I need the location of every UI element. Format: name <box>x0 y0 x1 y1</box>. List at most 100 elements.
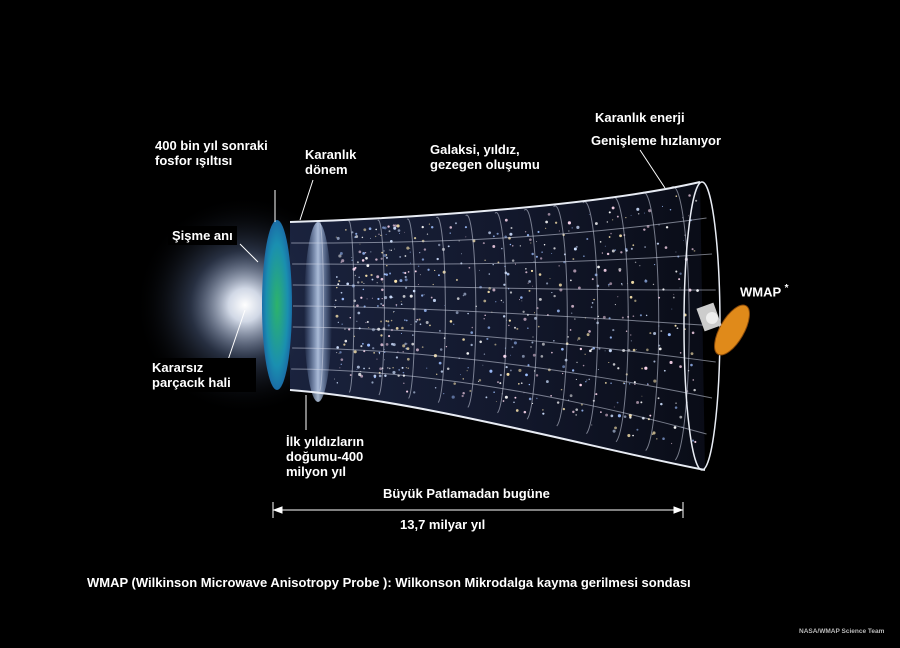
star <box>625 217 627 219</box>
star <box>334 304 336 305</box>
star <box>338 280 341 283</box>
star <box>558 230 560 232</box>
star <box>588 214 590 216</box>
star <box>392 224 395 227</box>
star <box>400 303 403 306</box>
star <box>612 328 615 332</box>
star <box>604 350 606 352</box>
star <box>658 347 662 351</box>
star <box>387 324 390 327</box>
star <box>630 340 632 342</box>
star <box>432 298 436 303</box>
star <box>594 222 598 225</box>
star <box>390 249 392 251</box>
star <box>440 370 444 373</box>
star <box>511 259 515 262</box>
star <box>525 271 528 274</box>
star <box>603 268 607 272</box>
star <box>644 279 648 283</box>
star <box>404 319 406 321</box>
star <box>496 232 499 235</box>
star <box>530 346 532 348</box>
star <box>651 433 654 435</box>
star <box>589 349 592 353</box>
star <box>636 400 640 404</box>
star <box>551 292 553 294</box>
star <box>379 367 383 371</box>
star <box>629 295 633 299</box>
star <box>527 364 530 367</box>
star <box>601 252 604 254</box>
star <box>349 374 352 377</box>
footer-caption: WMAP (Wilkinson Microwave Anisotropy Pro… <box>87 575 691 590</box>
star <box>602 315 606 319</box>
star <box>611 206 615 210</box>
star <box>577 337 581 340</box>
star <box>340 261 343 263</box>
star <box>387 225 390 228</box>
star <box>483 299 487 303</box>
star <box>530 242 532 244</box>
star <box>404 255 407 257</box>
star <box>380 257 383 260</box>
quantum-line-1: Kararsız <box>152 360 204 375</box>
star <box>463 292 467 296</box>
grid-ring <box>523 208 538 420</box>
star <box>336 286 338 289</box>
star <box>673 293 675 295</box>
star <box>460 374 461 376</box>
star <box>361 342 364 345</box>
star <box>456 297 460 300</box>
star <box>614 304 616 306</box>
star <box>375 228 377 231</box>
star <box>363 367 365 370</box>
star <box>572 258 575 260</box>
star <box>402 294 406 298</box>
star <box>369 237 371 239</box>
grid-line <box>292 284 716 291</box>
star <box>632 434 634 437</box>
star <box>356 281 360 284</box>
star <box>402 371 405 374</box>
star <box>599 241 602 243</box>
star <box>381 281 383 283</box>
star <box>393 226 397 230</box>
star <box>619 234 622 238</box>
star <box>632 348 636 352</box>
star <box>537 230 540 233</box>
grid-ring <box>436 216 446 403</box>
star <box>334 378 335 380</box>
star <box>679 365 682 368</box>
star <box>381 288 384 292</box>
star <box>576 225 580 229</box>
star <box>428 223 431 225</box>
star <box>340 358 344 361</box>
star <box>678 278 681 281</box>
star <box>540 355 544 358</box>
star <box>449 320 453 323</box>
star <box>508 319 511 322</box>
star <box>532 353 536 357</box>
grid-ring <box>553 205 568 427</box>
star <box>628 383 631 385</box>
star <box>405 319 408 322</box>
star <box>617 367 620 370</box>
star <box>362 288 365 291</box>
star <box>610 382 612 385</box>
star <box>495 301 497 303</box>
star <box>690 352 694 356</box>
star <box>387 320 390 323</box>
star <box>584 353 586 356</box>
star <box>421 225 424 229</box>
star <box>392 367 394 369</box>
star <box>470 343 473 347</box>
star <box>542 409 544 411</box>
star <box>390 319 393 322</box>
star <box>528 383 531 386</box>
star <box>384 374 387 377</box>
star <box>394 224 398 228</box>
star <box>545 380 549 384</box>
star <box>405 367 407 369</box>
star <box>508 324 510 327</box>
star <box>341 259 345 263</box>
